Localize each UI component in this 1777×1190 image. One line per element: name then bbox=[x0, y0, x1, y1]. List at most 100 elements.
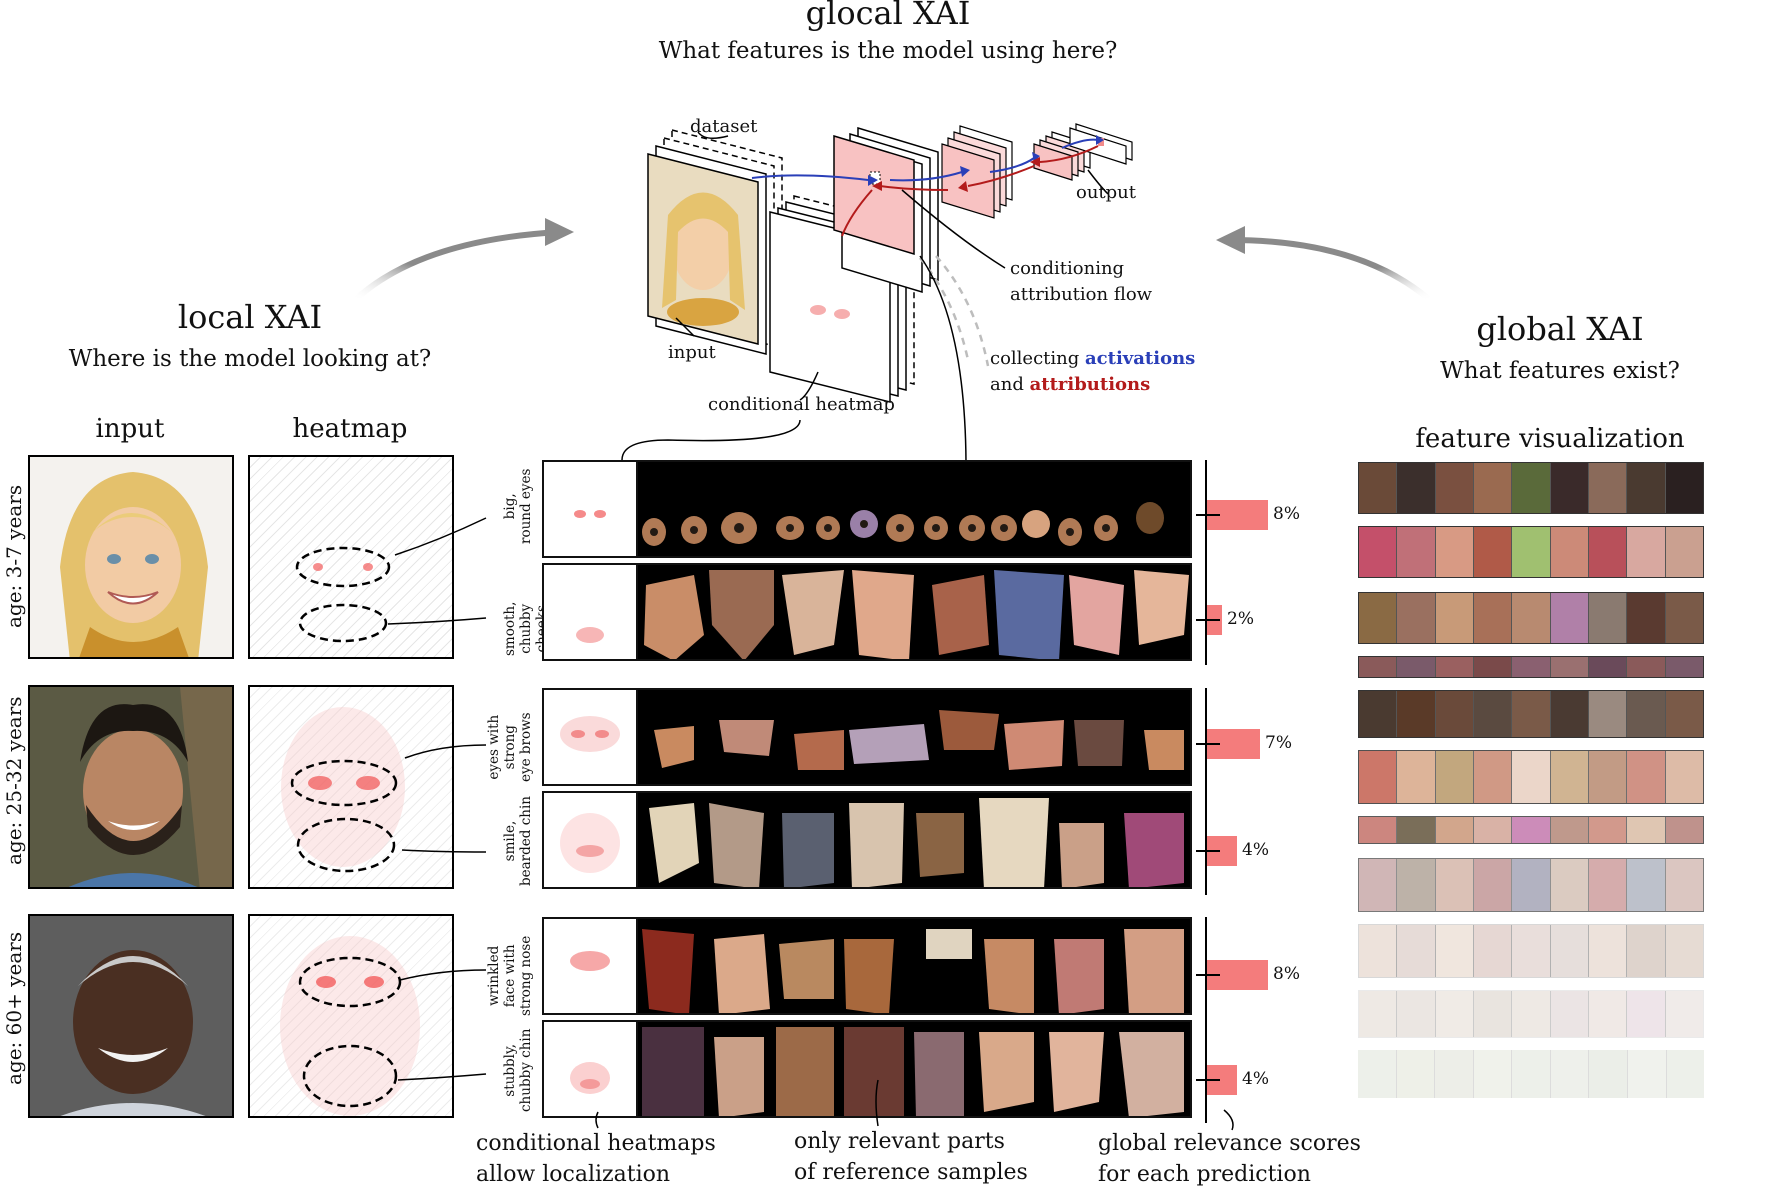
concept-heatmap-3-marks bbox=[560, 813, 620, 873]
heatmap-child bbox=[248, 455, 454, 659]
senior-face-illustration bbox=[30, 916, 232, 1116]
fv-row-7 bbox=[1358, 858, 1704, 912]
heatmap-senior bbox=[248, 914, 454, 1118]
collecting-word: collecting bbox=[990, 348, 1080, 369]
attribution-arrows bbox=[841, 145, 1099, 237]
concept-heatmap-3 bbox=[544, 793, 638, 887]
relevance-tick-2 bbox=[1196, 743, 1220, 745]
annotation-localization: conditional heatmaps allow localization bbox=[476, 1128, 716, 1190]
concept-strip-4 bbox=[542, 917, 1192, 1015]
fv-row-6 bbox=[1358, 816, 1704, 844]
glocal-title: glocal XAI bbox=[805, 0, 971, 32]
input-plane bbox=[647, 153, 759, 345]
relevance-label-4: 8% bbox=[1273, 964, 1300, 984]
annotation-global-scores-line1: global relevance scores bbox=[1098, 1131, 1361, 1156]
input-column-header: input bbox=[95, 414, 165, 444]
local-subtitle: Where is the model looking at? bbox=[68, 346, 432, 372]
relevance-label-5: 4% bbox=[1242, 1069, 1269, 1089]
input-photo-adult bbox=[28, 685, 234, 889]
relevance-tick-5 bbox=[1196, 1079, 1220, 1081]
global-title: global XAI bbox=[1476, 310, 1644, 348]
concept-heatmap-5-marks bbox=[570, 1062, 610, 1094]
relevance-label-3: 4% bbox=[1242, 840, 1269, 860]
relevance-label-2: 7% bbox=[1265, 733, 1292, 753]
activation-arrows bbox=[751, 138, 1099, 182]
concept-samples-3 bbox=[649, 798, 1184, 887]
fv-row-10 bbox=[1358, 1050, 1704, 1098]
heatmap-adult bbox=[248, 685, 454, 889]
annotation-relevant-parts-line1: only relevant parts bbox=[794, 1129, 1005, 1154]
fv-row-3 bbox=[1358, 656, 1704, 678]
fv-row-8 bbox=[1358, 924, 1704, 978]
relevance-tick-3 bbox=[1196, 850, 1220, 852]
relevance-label-1: 2% bbox=[1227, 609, 1254, 629]
fv-row-0 bbox=[1358, 462, 1704, 514]
fv-row-1 bbox=[1358, 526, 1704, 578]
input-photo-senior bbox=[28, 914, 234, 1118]
concept-heatmap-0 bbox=[544, 462, 638, 556]
glocal-subtitle: What features is the model using here? bbox=[658, 38, 1118, 64]
fv-row-4 bbox=[1358, 690, 1704, 738]
heatmap-child-marks bbox=[295, 546, 391, 643]
concept-strip-0 bbox=[542, 460, 1192, 558]
collecting-curves bbox=[919, 255, 990, 367]
collecting-line-1: collecting activations bbox=[990, 348, 1195, 369]
concept-heatmap-4 bbox=[544, 919, 638, 1013]
annotation-global-scores-line2: for each prediction bbox=[1098, 1162, 1311, 1187]
fv-row-9 bbox=[1358, 990, 1704, 1038]
fv-row-5 bbox=[1358, 750, 1704, 804]
concept-strip-2 bbox=[542, 688, 1192, 786]
concept-strip-1 bbox=[542, 563, 1192, 661]
activations-word: activations bbox=[1085, 348, 1196, 369]
concept-heatmap-2 bbox=[544, 690, 638, 784]
fv-row-2 bbox=[1358, 592, 1704, 644]
heatmap-adult-marks bbox=[281, 707, 405, 873]
collecting-line-2: and attributions bbox=[990, 374, 1150, 395]
leader-lines bbox=[621, 131, 1109, 463]
output-label: output bbox=[1076, 182, 1137, 203]
relevance-tick-1 bbox=[1196, 619, 1220, 621]
heatmap-senior-marks bbox=[280, 936, 420, 1116]
relevance-tick-0 bbox=[1196, 514, 1220, 516]
attribution-arrowheads bbox=[872, 157, 1040, 192]
global-subtitle: What features exist? bbox=[1440, 358, 1680, 384]
child-face-illustration bbox=[60, 472, 208, 657]
concept-heatmap-4-marks bbox=[570, 951, 610, 971]
concept-heatmap-1 bbox=[544, 565, 638, 659]
concept-heatmap-0-marks bbox=[574, 510, 606, 518]
annotation-localization-line2: allow localization bbox=[476, 1162, 671, 1187]
concept-strip-3 bbox=[542, 791, 1192, 889]
adult-face-illustration bbox=[30, 687, 232, 887]
concept-samples-0 bbox=[642, 502, 1164, 546]
concept-samples-5 bbox=[642, 1027, 1184, 1116]
concept-samples-1 bbox=[644, 570, 1189, 659]
layer-1 bbox=[833, 126, 939, 294]
relevance-label-0: 8% bbox=[1273, 504, 1300, 524]
concept-heatmap-2-marks bbox=[560, 716, 620, 752]
feature-vis-header: feature visualization bbox=[1415, 424, 1685, 454]
concept-heatmap-5 bbox=[544, 1022, 638, 1116]
annotation-global-scores: global relevance scores for each predict… bbox=[1098, 1128, 1361, 1190]
attribution-flow-label: attribution flow bbox=[1010, 284, 1153, 305]
annotation-localization-line1: conditional heatmaps bbox=[476, 1131, 716, 1156]
annotation-relevant-parts: only relevant parts of reference samples bbox=[794, 1126, 1028, 1188]
heatmap-column-header: heatmap bbox=[292, 414, 408, 444]
input-photo-child bbox=[28, 455, 234, 659]
conditioning-label: conditioning bbox=[1010, 258, 1125, 279]
input-label: input bbox=[668, 342, 716, 363]
annotation-relevant-parts-line2: of reference samples bbox=[794, 1160, 1028, 1185]
concept-strip-5 bbox=[542, 1020, 1192, 1118]
dataset-label: dataset bbox=[690, 116, 758, 137]
concept-heatmap-1-marks bbox=[576, 627, 604, 643]
attributions-word: attributions bbox=[1029, 374, 1151, 395]
concept-samples-2 bbox=[654, 710, 1184, 770]
local-title: local XAI bbox=[177, 298, 323, 336]
and-word: and bbox=[990, 374, 1024, 395]
conditional-heatmap-label: conditional heatmap bbox=[708, 394, 895, 415]
activation-arrowheads bbox=[868, 135, 1104, 186]
